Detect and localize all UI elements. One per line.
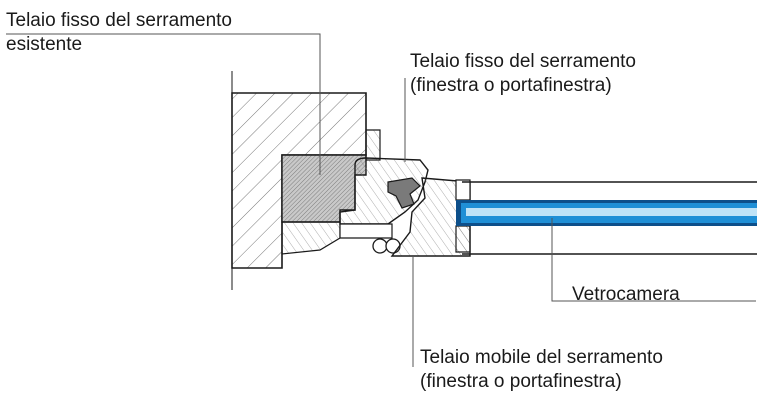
label-new-fixed-frame: Telaio fisso del serramento (finestra o … [410, 50, 636, 98]
label-glazing: Vetrocamera [572, 283, 680, 307]
existing-frame-bottom [281, 221, 341, 255]
insulated-glazing-unit [456, 181, 757, 255]
label-glazing-line1: Vetrocamera [572, 284, 680, 305]
new-fixed-frame-section [339, 157, 429, 254]
existing-frame-stop [365, 129, 381, 161]
label-mobile-frame: Telaio mobile del serramento (finestra o… [420, 346, 663, 394]
label-mobile-frame-line2: (finestra o portafinestra) [420, 371, 622, 392]
leader-lines [6, 33, 756, 367]
mobile-sash-section [390, 177, 471, 257]
label-existing-fixed-frame: Telaio fisso del serramento esistente [6, 9, 232, 57]
weather-seal-outer [372, 238, 388, 254]
seal-gasket [387, 177, 421, 209]
new-fixed-frame-lip [339, 223, 393, 239]
label-existing-fixed-frame-line1: Telaio fisso del serramento [6, 10, 232, 31]
glazing-bead-bottom [455, 225, 471, 253]
label-existing-fixed-frame-line2: esistente [6, 34, 83, 55]
leader-existing-frame [6, 33, 321, 175]
label-mobile-frame-line1: Telaio mobile del serramento [420, 347, 663, 368]
glazing-air-gap [466, 208, 757, 216]
label-new-fixed-frame-line1: Telaio fisso del serramento [410, 51, 636, 72]
leader-glazing [551, 218, 756, 302]
glazing-bead-top [455, 179, 471, 201]
label-new-fixed-frame-line2: (finestra o portafinestra) [410, 75, 612, 96]
